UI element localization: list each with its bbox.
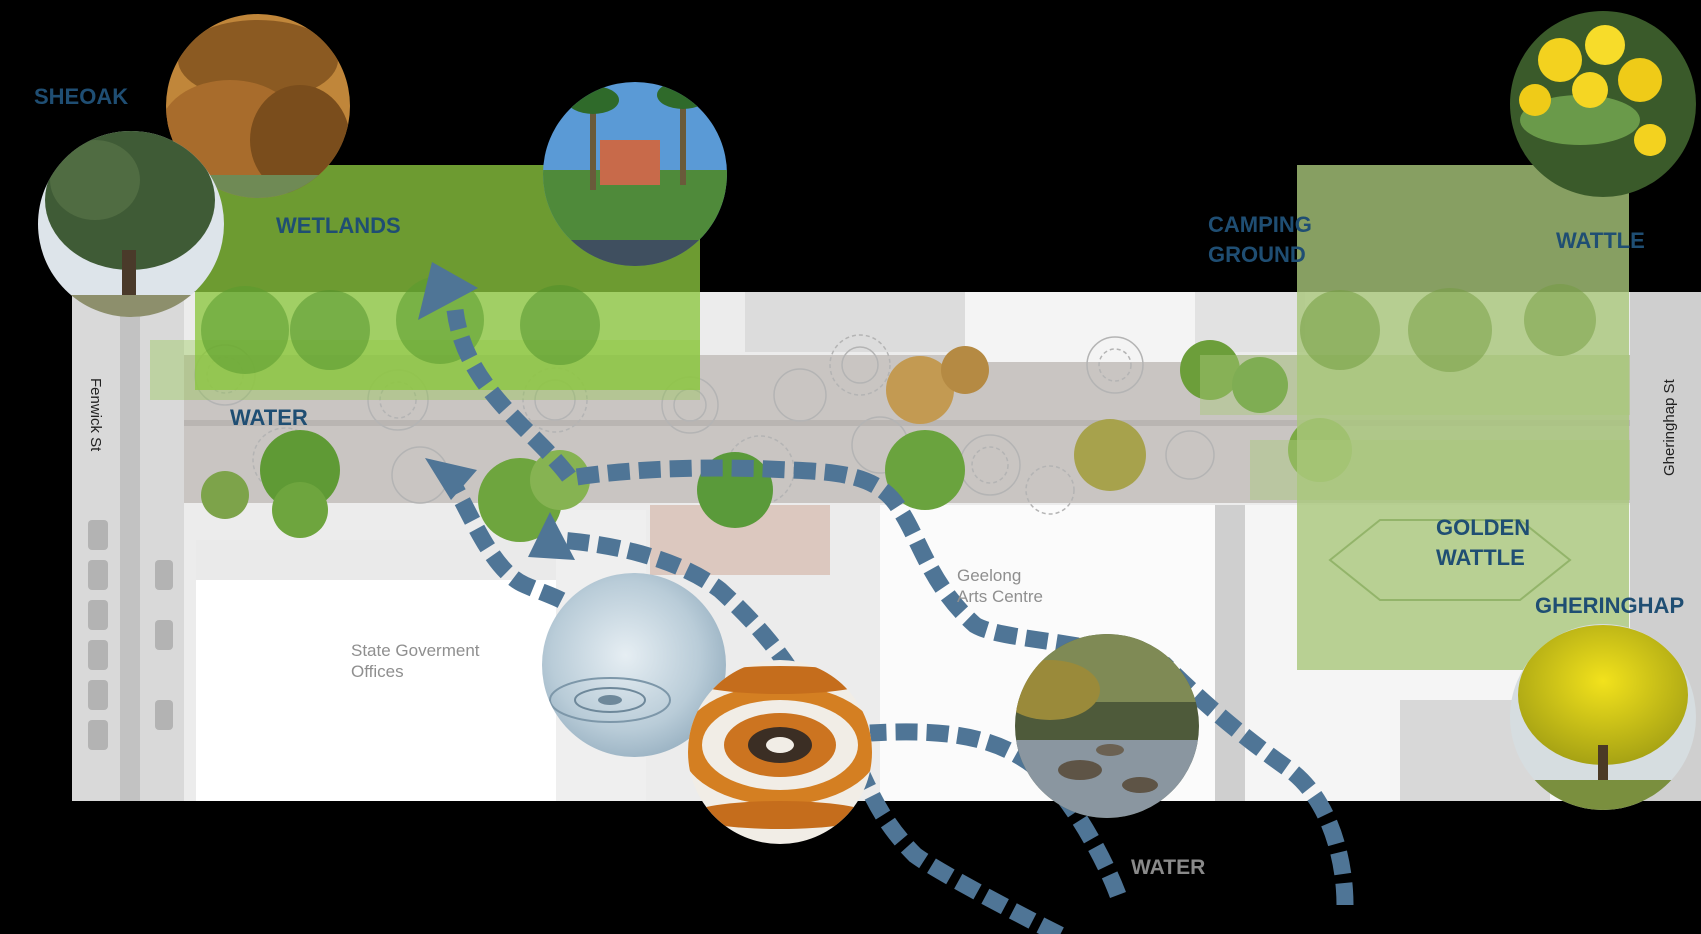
arts-centre-label-line1: Geelong (957, 566, 1022, 585)
arts-centre-label-line2: Arts Centre (957, 587, 1043, 606)
main-flow-path (446, 308, 1354, 906)
golden-wattle-label-line1: GOLDEN (1436, 515, 1531, 540)
lower-flow-path (847, 756, 1064, 934)
water-arrowhead (425, 458, 477, 500)
photo-golden-wattle-tree (1510, 624, 1696, 810)
wattle-zone (1200, 165, 1630, 670)
wetlands-label: WETLANDS (276, 213, 401, 238)
north-building-2 (965, 292, 1195, 362)
camping-ground-label-line1: CAMPING (1208, 212, 1312, 237)
flow-arrowheads (418, 262, 575, 560)
gheringhap-label: GHERINGHAP (1535, 593, 1685, 618)
street-trees (201, 340, 1352, 542)
gheringhap-street-label: Gheringhap St (1661, 379, 1678, 476)
water-label-left: WATER (230, 405, 308, 430)
street-centre-line (184, 420, 1701, 426)
photo-sheoak-weeping (166, 14, 350, 198)
fenwick-street-label: Fenwick St (87, 378, 104, 452)
parked-cars (88, 520, 173, 750)
golden-wattle-label-line2: WATTLE (1436, 545, 1525, 570)
state-offices-label-line1: State Goverment (351, 641, 480, 660)
sheoak-label: SHEOAK (34, 84, 129, 109)
wattle-label: WATTLE (1556, 228, 1645, 253)
water-label-bottom: WATER (1131, 856, 1206, 879)
plaza-arrowhead (528, 512, 575, 560)
drop-flow-path (437, 465, 592, 626)
photo-ochre-ring (688, 660, 872, 844)
state-offices-building (196, 540, 556, 801)
wetlands-arrowhead (418, 262, 478, 320)
photo-wattle-flowers (1510, 11, 1696, 197)
north-building-1 (745, 292, 965, 352)
state-offices-label-line2: Offices (351, 662, 404, 681)
fenwick-road (120, 292, 140, 801)
camping-ground-label-line2: GROUND (1208, 242, 1306, 267)
